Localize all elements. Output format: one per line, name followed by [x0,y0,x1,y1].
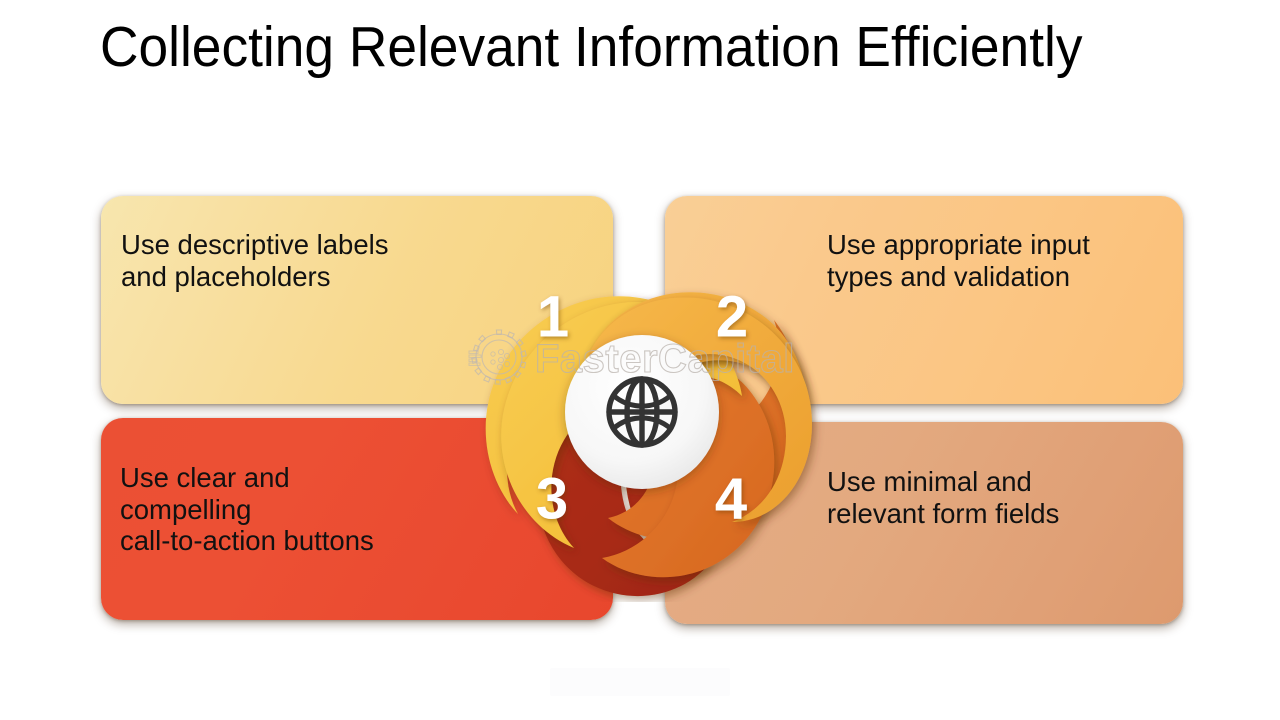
pinwheel-number-4: 4 [715,466,747,531]
pinwheel-diagram: 1 2 3 4 [452,222,832,602]
quadrant-card-2-text: Use appropriate input types and validati… [827,229,1090,292]
pinwheel-number-2: 2 [716,284,748,349]
pinwheel-number-3: 3 [536,466,568,531]
quadrant-card-4-text: Use minimal and relevant form fields [827,466,1060,529]
pinwheel-number-1: 1 [537,284,569,349]
quadrant-card-3-text: Use clear and compelling call-to-action … [120,462,374,556]
quadrant-card-2: Use appropriate input types and validati… [665,196,1183,404]
page-title: Collecting Relevant Information Efficien… [100,15,1083,79]
quadrant-card-1-text: Use descriptive labels and placeholders [121,229,389,292]
globe-icon [606,376,678,448]
bottom-artifact [550,668,730,696]
quadrant-card-1: Use descriptive labels and placeholders [101,196,613,404]
